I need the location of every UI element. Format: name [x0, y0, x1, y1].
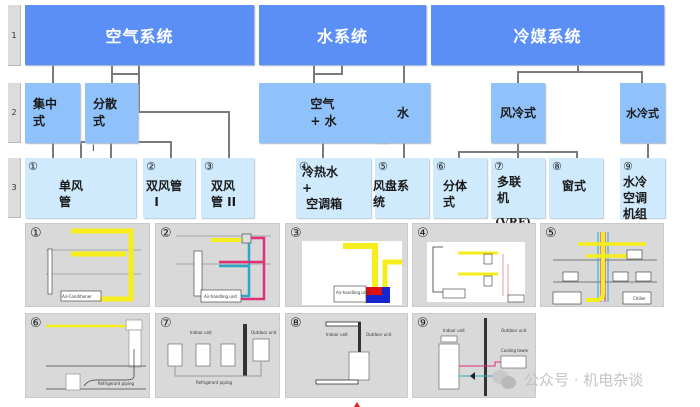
row-label-2: 2 [8, 83, 21, 143]
panel-dual-duct-2: ③ Air-handling unit [285, 223, 408, 307]
item-label: 风盘系 统 [373, 179, 410, 209]
level2-water: 水 [376, 83, 430, 143]
item-label: 双风 管 II [211, 179, 237, 209]
level1-refrigerant-system: 冷媒系统 [431, 5, 664, 65]
panel-number: ⑧ [290, 316, 302, 331]
panel-number: ④ [417, 226, 429, 241]
item-number: ⑦ [494, 160, 504, 173]
item-label: 窗式 [562, 179, 587, 193]
single-duct-illustration: Air-Conditioner [46, 228, 141, 302]
watermark: 公众号 · 机电杂谈 [492, 369, 643, 390]
panel-label: Indoor unit [443, 328, 465, 333]
panel-label: Outdoor unit [251, 330, 277, 335]
item-label: 双风管 I [146, 179, 183, 209]
panel-number: ⑤ [545, 226, 557, 241]
row-label-3: 3 [8, 158, 21, 218]
item-label: 冷热水 + 空调箱 [302, 165, 343, 211]
level2-water-cooled: 水冷式 [620, 83, 665, 143]
panel-multi-split: ⑦ Indoor unit Outdoor unit Refrigerant p… [155, 313, 280, 398]
panel-label: Outdoor unit [366, 332, 392, 337]
split-illustration: Refrigerant piping [46, 319, 146, 391]
item-label: 单风 管 [59, 179, 84, 209]
item-number: ⑨ [623, 160, 633, 173]
panel-label: Refrigerant piping [196, 380, 233, 385]
level3-water-cooled-unit: ⑨ 水冷 空调 机组 [620, 158, 665, 221]
item-label: 多联 机 [497, 175, 522, 205]
panel-label: Air-Conditioner [62, 294, 92, 299]
red-marker-icon [354, 402, 360, 407]
item-label: 水冷 空调 机组 [623, 175, 648, 221]
item-number: ④ [299, 160, 309, 173]
water-ahu-illustration [427, 242, 525, 303]
panel-label: Air-handling unit [336, 290, 369, 295]
panel-label: Outdoor unit [501, 328, 527, 333]
level2-central: 集中 式 [25, 83, 80, 143]
level3-dual-duct-2: ③ 双风 管 II [201, 158, 254, 218]
panel-label: Indoor unit [190, 330, 212, 335]
panel-number: ⑦ [160, 316, 172, 331]
panel-label: Refrigerant piping [98, 381, 135, 386]
level3-split: ⑥ 分体 式 [433, 158, 487, 218]
row-label-1: 1 [8, 5, 21, 66]
window-illustration: Indoor unit Outdoor unit [315, 321, 392, 385]
level3-multi-split: ⑦ 多联 机 [491, 158, 545, 218]
panel-single-duct: ① Air-Conditioner [25, 223, 150, 307]
dual-duct-2-illustration: Air-handling unit [302, 241, 402, 305]
level2-air-cooled: 风冷式 [491, 83, 545, 143]
panel-number: ② [160, 226, 172, 241]
item-label: 分体 式 [443, 179, 468, 209]
panel-dual-duct: ② Air-handling unit [155, 223, 280, 307]
level1-water-system: 水系统 [259, 5, 426, 65]
panel-label: Air-handling unit [204, 294, 237, 299]
panel-number: ③ [290, 226, 302, 241]
panel-fan-coil: ⑤ Chiller [540, 223, 664, 307]
level3-fan-coil: ⑤ 风盘系 统 [373, 158, 429, 218]
item-number: ② [146, 160, 156, 173]
multi-split-illustration: Indoor unit Outdoor unit Refrigerant pip… [167, 324, 277, 385]
panel-label: Indoor unit [326, 332, 348, 337]
item-number: ③ [204, 160, 214, 173]
panel-number: ⑨ [417, 316, 429, 331]
dual-duct-illustration: Air-handling unit [176, 233, 271, 303]
level2-marker: I [92, 144, 95, 154]
panel-water-ahu: ④ [412, 223, 536, 307]
item-number: ⑧ [552, 160, 562, 173]
level3-single-duct: ① 单风 管 [25, 158, 136, 218]
item-number: ⑥ [436, 160, 446, 173]
panel-number: ⑥ [30, 316, 42, 331]
item-number: ⑤ [378, 160, 388, 173]
panel-number: ① [30, 226, 42, 241]
level2-distributed: 分散 式 [85, 83, 138, 143]
panel-label: Cooling tower [501, 348, 529, 353]
panel-split: ⑥ Refrigerant piping [25, 313, 150, 398]
level3-water-ahu: ④ 冷热水 + 空调箱 [296, 158, 371, 218]
level2-air-water: 空气 + 水 [259, 83, 388, 143]
wechat-icon [492, 369, 518, 390]
level3-dual-duct-1: ② 双风管 I [143, 158, 195, 218]
level1-air-system: 空气系统 [25, 5, 254, 65]
level3-window: ⑧ 窗式 [549, 158, 603, 218]
panel-label: Chiller [633, 296, 646, 301]
panel-window: ⑧ Indoor unit Outdoor unit [285, 313, 408, 398]
fan-coil-illustration: Chiller [552, 232, 657, 305]
watermark-text: 公众号 · 机电杂谈 [524, 371, 644, 389]
item-number: ① [28, 160, 38, 173]
